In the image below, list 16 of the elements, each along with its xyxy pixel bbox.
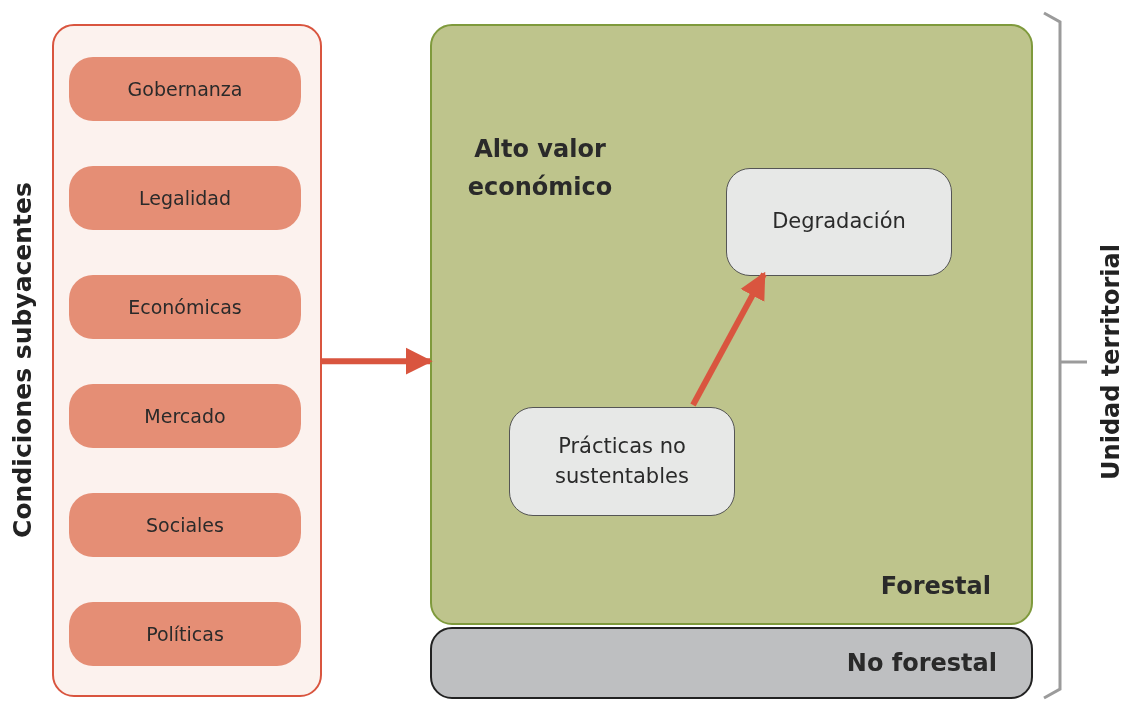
- category-pill: Sociales: [69, 493, 301, 557]
- category-pill: Legalidad: [69, 166, 301, 230]
- process-box: Degradación: [726, 168, 952, 276]
- zone-panel: [430, 24, 1033, 625]
- category-pill: Mercado: [69, 384, 301, 448]
- arrow: [690, 271, 767, 407]
- category-pill: Económicas: [69, 275, 301, 339]
- arrow: [322, 347, 433, 375]
- group-heading: Condiciones subyacentes: [7, 182, 37, 538]
- category-pill: Políticas: [69, 602, 301, 666]
- zone-bar: No forestal: [430, 627, 1033, 699]
- process-box: Prácticas no sustentables: [509, 407, 735, 516]
- category-pill: Gobernanza: [69, 57, 301, 121]
- zone-label: Forestal: [880, 570, 991, 602]
- zone-heading: Alto valor económico: [466, 134, 614, 204]
- bracket-label: Unidad territorial: [1097, 244, 1125, 480]
